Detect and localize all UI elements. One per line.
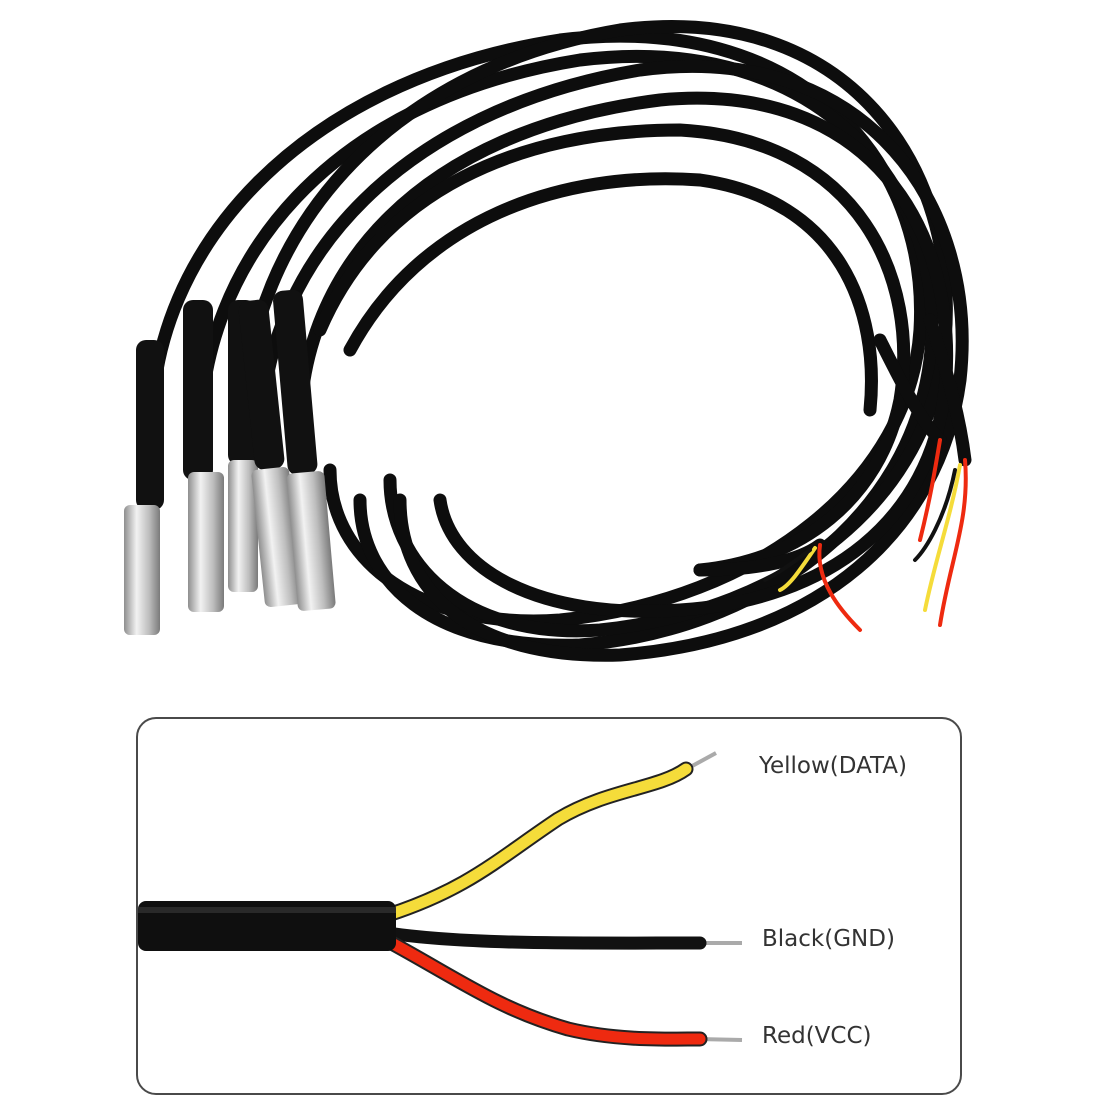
probe-steel-tube bbox=[188, 472, 224, 612]
probe-steel-tube bbox=[124, 505, 160, 635]
label-yellow-data: Yellow(DATA) bbox=[759, 753, 908, 779]
black-wire bbox=[381, 926, 707, 950]
temperature-probes bbox=[124, 289, 336, 635]
probe-steel-tube bbox=[228, 460, 258, 592]
loose-wire-ends bbox=[763, 438, 968, 632]
sensor-cable-photo bbox=[124, 20, 972, 662]
cable-sheath bbox=[138, 901, 396, 951]
probe-steel-tube bbox=[286, 471, 336, 611]
probe-heatshrink bbox=[183, 300, 213, 480]
probe-heatshrink bbox=[136, 340, 164, 510]
probe-heatshrink bbox=[273, 289, 318, 476]
wiring-diagram-panel: Yellow(DATA) Black(GND) Red(VCC) bbox=[136, 717, 962, 1095]
cable-coils bbox=[145, 20, 972, 662]
label-black-gnd: Black(GND) bbox=[762, 926, 895, 952]
wire-illustration bbox=[138, 751, 743, 1047]
label-red-vcc: Red(VCC) bbox=[762, 1023, 872, 1049]
probe-heatshrink bbox=[238, 299, 285, 470]
